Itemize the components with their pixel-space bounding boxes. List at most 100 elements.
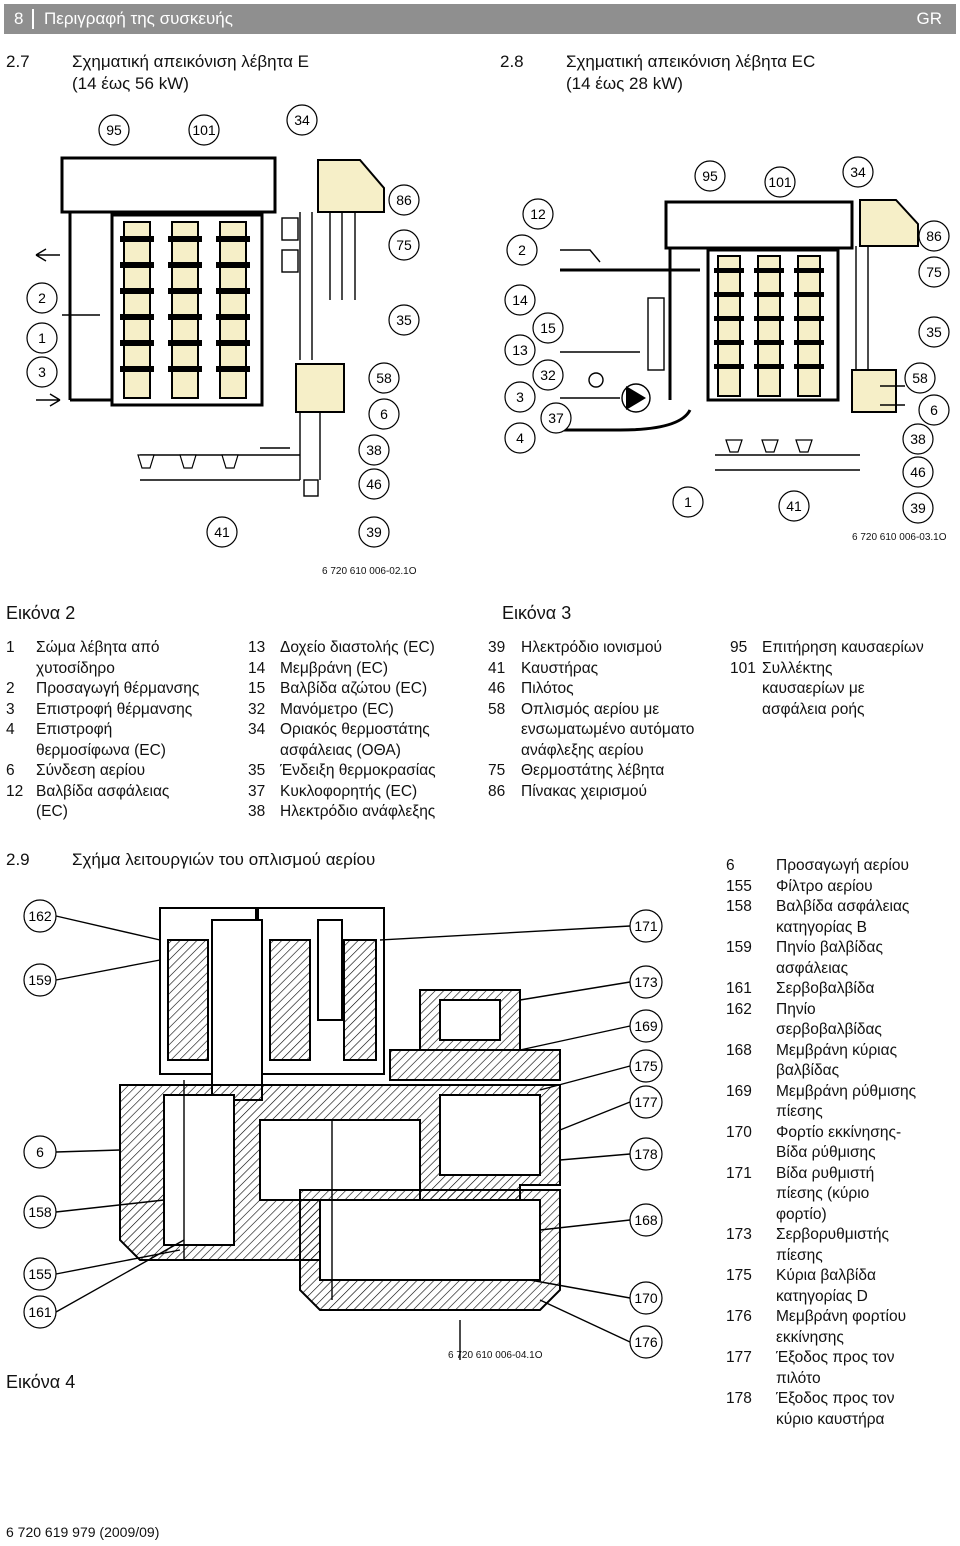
document-footer: 6 720 619 979 (2009/09) [6,1524,160,1540]
callout-171: 171 [634,918,658,934]
callout-32: 32 [540,367,556,383]
callout-6: 6 [930,402,938,418]
figure-4-caption: Εικόνα 4 [6,1372,76,1392]
callout-95: 95 [702,168,718,184]
callout-35: 35 [926,324,942,340]
page-header: 8 Περιγραφή της συσκευής GR [4,4,956,34]
section-2-8-heading: 2.8 Σχηματική απεικόνιση λέβητα EC (14 έ… [500,52,816,93]
figure-2-caption: Εικόνα 2 [6,603,76,623]
callout-37: 37 [548,410,564,426]
callout-35: 35 [396,312,412,328]
header-divider [32,9,34,29]
callout-2: 2 [518,242,526,258]
callout-158: 158 [28,1204,52,1220]
callout-101: 101 [768,174,792,190]
callout-161: 161 [28,1304,52,1320]
callout-175: 175 [634,1058,658,1074]
callout-41: 41 [786,498,802,514]
callout-1: 1 [38,330,46,346]
callout-58: 58 [376,370,392,386]
figure-3-code: 6 720 610 006-03.1O [852,532,947,543]
callout-12: 12 [530,206,546,222]
callout-6: 6 [36,1144,44,1160]
callout-168: 168 [634,1212,658,1228]
figure-2-code: 6 720 610 006-02.1O [322,566,417,577]
callout-169: 169 [634,1018,658,1034]
callout-46: 46 [366,476,382,492]
callout-155: 155 [28,1266,52,1282]
callout-1: 1 [684,494,692,510]
callout-38: 38 [366,442,382,458]
callout-2: 2 [38,290,46,306]
callout-173: 173 [634,974,658,990]
callout-176: 176 [634,1334,658,1350]
section-2-9-heading: 2.9 Σχήμα λειτουργιών του οπλισμού αερίο… [6,850,376,869]
header-title: Περιγραφή της συσκευής [44,9,233,28]
callout-4: 4 [516,430,524,446]
callout-101: 101 [192,122,216,138]
callout-95: 95 [106,122,122,138]
callout-3: 3 [38,364,46,380]
callout-58: 58 [912,370,928,386]
callout-162: 162 [28,908,52,924]
callout-15: 15 [540,320,556,336]
callout-34: 34 [294,112,310,128]
callout-38: 38 [910,431,926,447]
callout-39: 39 [910,500,926,516]
callout-13: 13 [512,342,528,358]
callout-177: 177 [634,1094,658,1110]
callout-86: 86 [396,192,412,208]
callout-6: 6 [380,406,388,422]
section-2-7-heading: 2.7 Σχηματική απεικόνιση λέβητα E (14 έω… [6,52,309,93]
callout-170: 170 [634,1290,658,1306]
callout-39: 39 [366,524,382,540]
callout-75: 75 [926,264,942,280]
callout-46: 46 [910,464,926,480]
figure-3-caption: Εικόνα 3 [502,603,572,623]
callout-86: 86 [926,228,942,244]
callout-41: 41 [214,524,230,540]
callout-159: 159 [28,972,52,988]
page-number: 8 [14,9,24,28]
callout-14: 14 [512,292,528,308]
